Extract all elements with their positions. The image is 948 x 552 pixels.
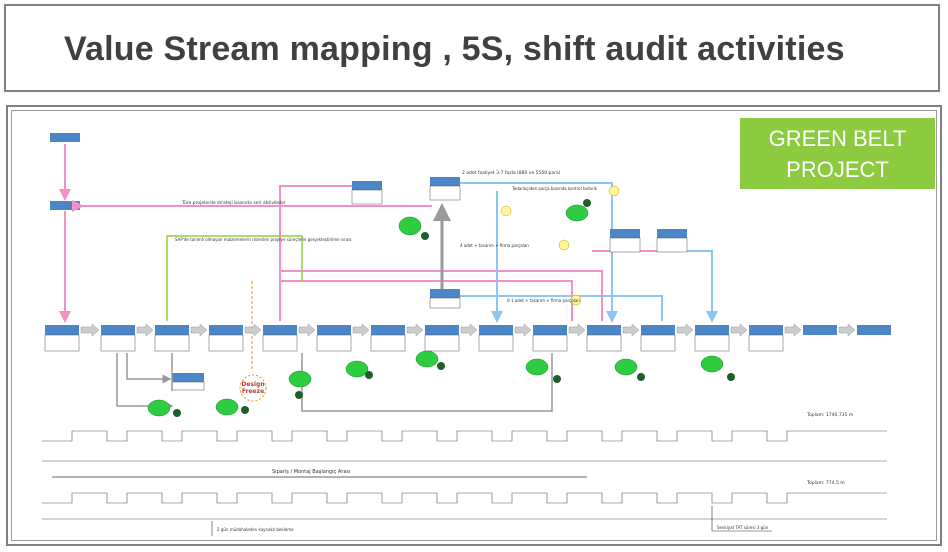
- svg-text:Toplam: 1740,735 m: Toplam: 1740,735 m: [806, 412, 853, 418]
- timeline-1: [42, 430, 887, 462]
- svg-text:Sevkiyat TAT süresi 3 gün: Sevkiyat TAT süresi 3 gün: [717, 525, 769, 530]
- svg-text:Tedarikçiden parça bazında kon: Tedarikçiden parça bazında kontrol tedar…: [511, 186, 598, 191]
- badge-line-2: PROJECT: [786, 157, 889, 182]
- svg-text:Sipariş / Montaj Başlangıç Ara: Sipariş / Montaj Başlangıç Arası: [272, 469, 350, 475]
- timeline-2: [42, 492, 887, 520]
- green-flow: [166, 235, 303, 321]
- process-row: [44, 323, 891, 352]
- vsm-diagram: Design Freeze: [42, 133, 891, 536]
- value-stream-map: Design Freeze: [11, 110, 937, 541]
- page-title: Value Stream mapping , 5S, shift audit a…: [64, 30, 845, 68]
- title-banner: Value Stream mapping , 5S, shift audit a…: [4, 4, 940, 92]
- badge-line-1: GREEN BELT: [768, 126, 907, 151]
- kaizen-bursts: [147, 204, 724, 417]
- svg-text:0-1 adet + tasarım + firma par: 0-1 adet + tasarım + firma parçaları: [507, 298, 580, 303]
- svg-text:2 gün müdahaleden kaynaklı bek: 2 gün müdahaleden kaynaklı bekleme: [217, 527, 294, 532]
- svg-text:Toplam: 774,5 m: Toplam: 774,5 m: [806, 480, 845, 486]
- svg-text:Freeze: Freeze: [242, 388, 264, 395]
- customer-box: [50, 133, 80, 210]
- svg-text:Design: Design: [241, 381, 264, 388]
- svg-text:4 adet + tasarım + firma parça: 4 adet + tasarım + firma parçaları: [460, 243, 529, 248]
- green-belt-badge: GREEN BELT PROJECT: [740, 118, 935, 189]
- svg-text:2 adet faaliyet 3-7 fazla (880: 2 adet faaliyet 3-7 fazla (880 ve 5500 p…: [462, 170, 561, 176]
- svg-text:SAP'de tanımlı olmayan malzeme: SAP'de tanımlı olmayan malzemelerin iste…: [175, 237, 352, 242]
- svg-text:Tüm projelerde strateji bazınd: Tüm projelerde strateji bazında seri akt…: [181, 200, 286, 206]
